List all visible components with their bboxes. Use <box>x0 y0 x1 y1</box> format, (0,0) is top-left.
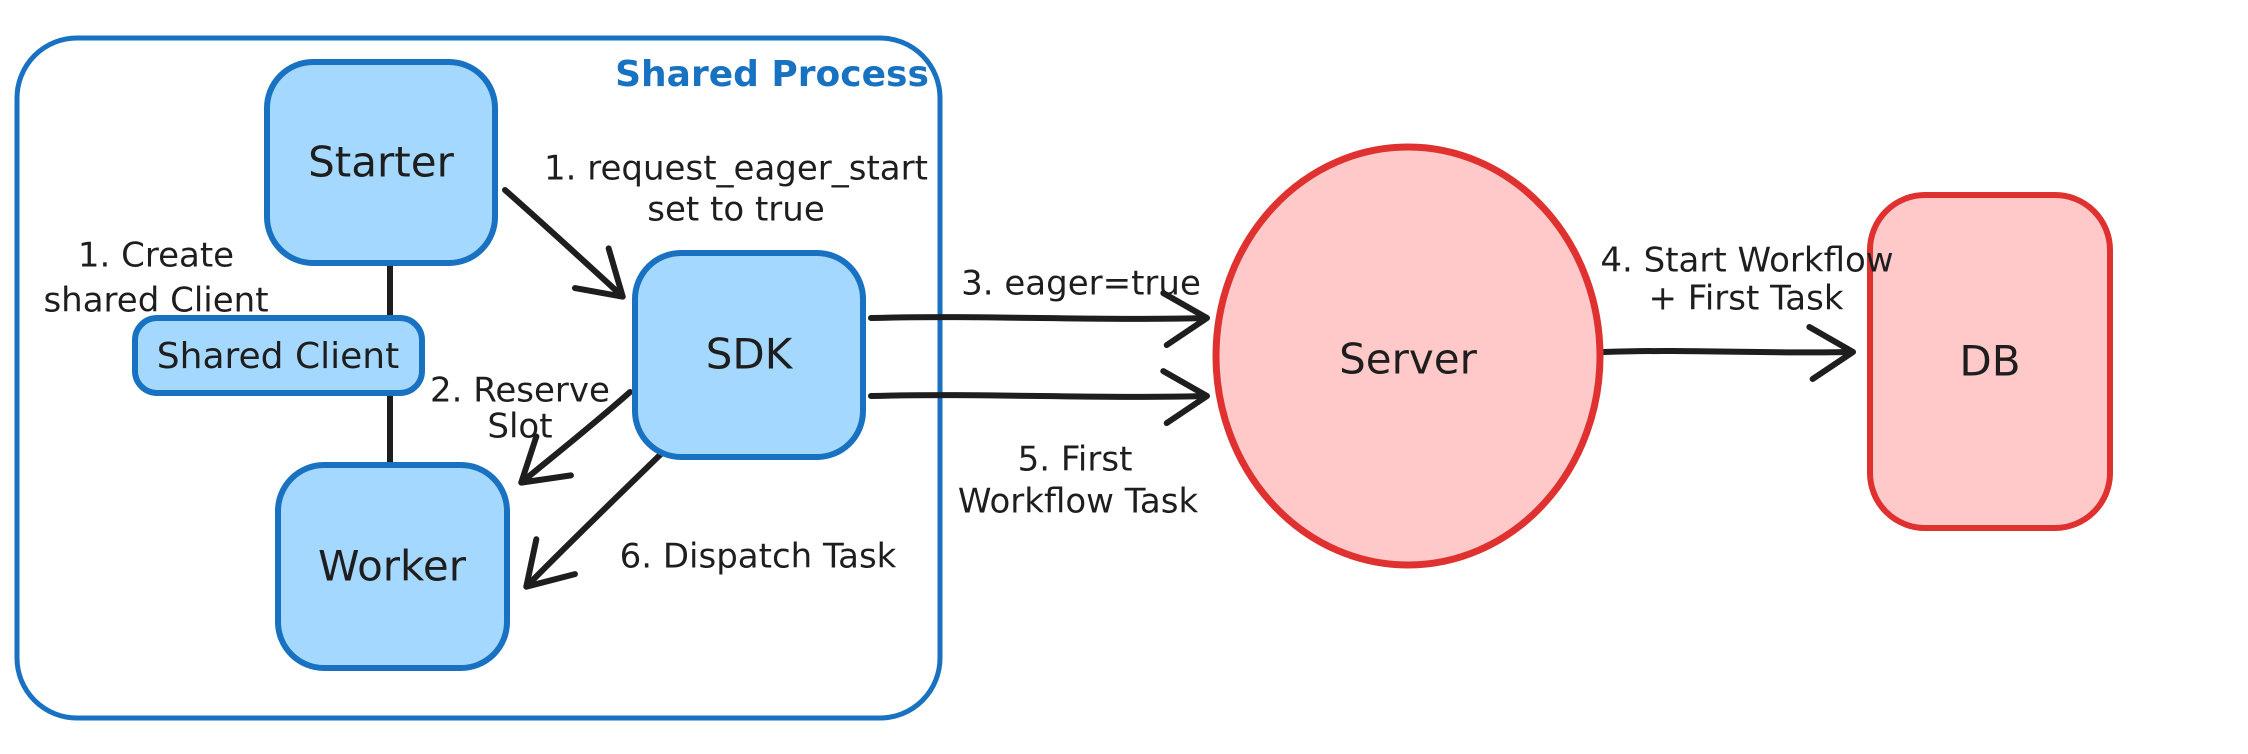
annotation-start-workflow: 4. Start Workflow + First Task <box>1600 241 1893 319</box>
sdk-node <box>632 250 866 460</box>
arrow-request-eager-start <box>502 187 626 300</box>
annotation-create-shared-client: 1. Create shared Client <box>43 236 268 321</box>
annotation-request-eager-start-line2: set to true <box>647 190 825 230</box>
annotation-request-eager-start-line1: 1. request_eager_start <box>544 149 928 189</box>
arrow-dispatch-task <box>523 449 666 590</box>
shared-client-label: Shared Client <box>157 336 399 377</box>
shared-client-node <box>132 315 425 396</box>
shared-process-title: Shared Process <box>615 54 929 95</box>
annotation-dispatch-task: 6. Dispatch Task <box>620 537 897 577</box>
server-label: Server <box>1339 335 1477 384</box>
worker-node <box>275 462 510 671</box>
annotation-first-workflow-task: 5. First Workflow Task <box>958 440 1199 522</box>
shared-process-container <box>14 35 943 721</box>
annotation-eager-true: 3. eager=true <box>961 264 1201 304</box>
annotation-request-eager-start: 1. request_eager_start set to true <box>544 149 928 230</box>
annotation-first-workflow-task-line1: 5. First <box>1018 440 1133 480</box>
arrow-eager-true <box>868 290 1210 349</box>
worker-label: Worker <box>318 542 467 591</box>
annotation-first-workflow-task-line2: Workflow Task <box>958 482 1199 522</box>
annotation-start-workflow-line2: + First Task <box>1648 279 1843 319</box>
sdk-label: SDK <box>706 330 794 379</box>
arrow-start-workflow <box>1601 324 1856 382</box>
annotation-create-shared-client-line1: 1. Create <box>78 236 234 276</box>
starter-node <box>264 59 498 266</box>
annotation-reserve-slot-line2: Slot <box>487 407 552 447</box>
annotation-create-shared-client-line2: shared Client <box>43 281 268 321</box>
starter-label: Starter <box>308 138 454 187</box>
server-node <box>1212 143 1604 569</box>
arrow-first-workflow-task <box>868 368 1210 427</box>
arrow-reserve-slot <box>518 389 633 486</box>
annotation-start-workflow-line1: 4. Start Workflow <box>1600 241 1893 281</box>
annotation-reserve-slot-line1: 2. Reserve <box>430 371 610 411</box>
annotation-reserve-slot: 2. Reserve Slot <box>430 371 610 447</box>
db-label: DB <box>1959 337 2020 386</box>
db-node <box>1867 192 2113 531</box>
